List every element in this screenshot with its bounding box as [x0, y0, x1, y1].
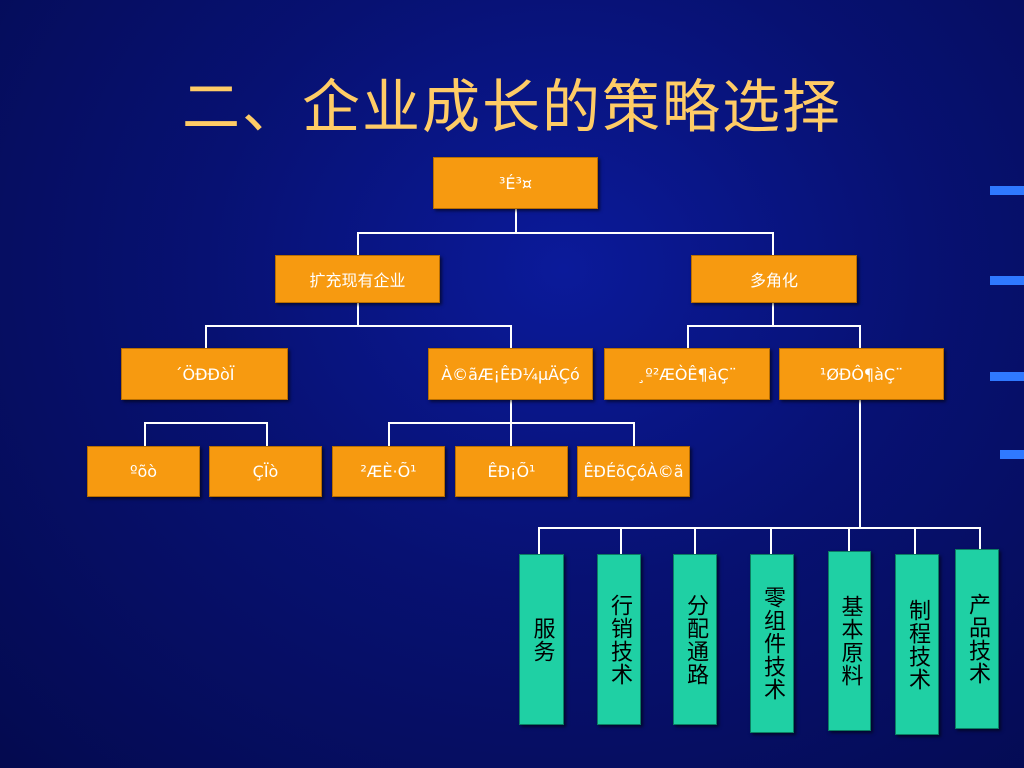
connector-line — [848, 527, 850, 551]
connector-line — [772, 232, 774, 256]
connector-line — [538, 527, 540, 554]
accent-bar — [990, 372, 1024, 381]
connector-line — [144, 422, 268, 424]
node-diversification: 多角化 — [691, 255, 857, 303]
node-growth: ³É³¤ — [433, 157, 598, 209]
connector-line — [772, 302, 774, 326]
node-level2-4: ¹ØÐÔ¶àÇ¨ — [779, 348, 944, 400]
accent-bar — [990, 186, 1024, 195]
connector-line — [357, 232, 774, 234]
page-title: 二、企业成长的策略选择 — [181, 73, 842, 141]
connector-line — [633, 422, 635, 446]
connector-line — [510, 399, 512, 423]
connector-line — [694, 527, 696, 554]
connector-line — [538, 527, 981, 529]
node-level2-1: ´ÖÐÐòÏ — [121, 348, 288, 400]
node-level3-3: ²ÆÈ·Õ¹ — [332, 446, 445, 497]
connector-line — [620, 527, 622, 554]
connector-line — [266, 422, 268, 446]
connector-line — [357, 302, 359, 326]
connector-line — [979, 527, 981, 549]
node-distribution-channel: 分配通路 — [673, 554, 717, 725]
connector-line — [687, 325, 861, 327]
connector-line — [205, 325, 207, 349]
connector-line — [914, 527, 916, 554]
node-level3-5: ÊÐÉõÇóÀ©ã — [577, 446, 690, 497]
node-basic-materials: 基本原料 — [828, 551, 871, 731]
node-expand-existing-business: 扩充现有企业 — [275, 255, 440, 303]
accent-bar — [990, 276, 1024, 285]
connector-line — [859, 399, 861, 528]
node-marketing-technology: 行销技术 — [597, 554, 641, 725]
connector-line — [205, 325, 512, 327]
connector-line — [357, 232, 359, 256]
node-product-technology: 产品技术 — [955, 549, 999, 729]
node-level2-3: ¸º²ÆÒÊ¶àÇ¨ — [604, 348, 770, 400]
node-level3-4: ÊÐ¡Õ¹ — [455, 446, 568, 497]
connector-line — [770, 527, 772, 554]
node-service: 服务 — [519, 554, 564, 725]
node-process-technology: 制程技术 — [895, 554, 939, 735]
connector-line — [388, 422, 390, 446]
node-level3-1: ºõò — [87, 446, 200, 497]
connector-line — [510, 325, 512, 349]
connector-line — [859, 325, 861, 349]
connector-line — [510, 422, 512, 446]
node-level2-2: À©ãÆ¡ÊÐ¼µÄÇó — [428, 348, 593, 400]
connector-line — [515, 209, 517, 233]
connector-line — [687, 325, 689, 349]
accent-bar — [1000, 450, 1024, 459]
connector-line — [144, 422, 146, 446]
node-level3-2: ÇÏò — [209, 446, 322, 497]
node-component-technology: 零组件技术 — [750, 554, 794, 733]
